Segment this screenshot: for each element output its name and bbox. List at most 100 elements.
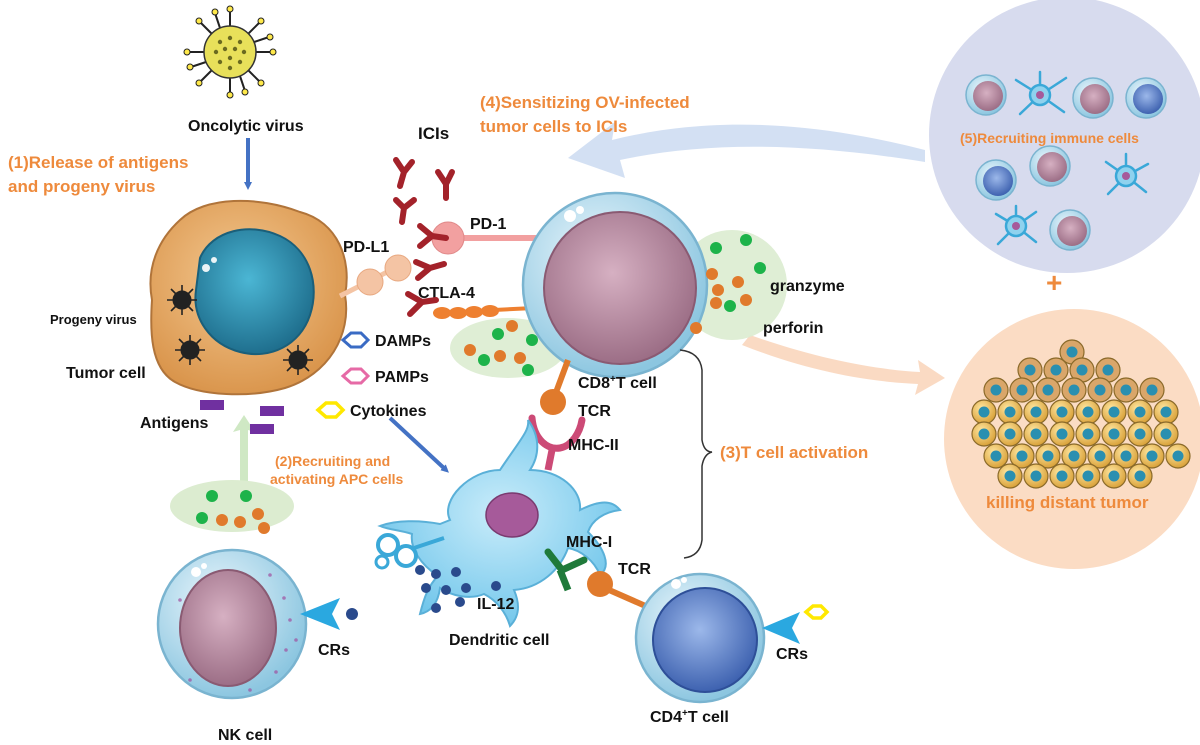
distant-tumor-cell (1095, 357, 1121, 383)
distant-tumor-cell (1069, 357, 1095, 383)
mhc2-icon (528, 414, 586, 452)
distant-tumor-cell (997, 463, 1023, 489)
step2-label-line2: activating APC cells (270, 471, 404, 487)
distant-tumor-cell (997, 421, 1023, 447)
distant-tumor-cell (1049, 463, 1075, 489)
oncolytic-virus-label: Oncolytic virus (188, 118, 304, 135)
tumor-cell-label: Tumor cell (66, 365, 146, 382)
plus-sign: + (1046, 267, 1062, 298)
crs-nk-label: CRs (318, 642, 350, 659)
distant-tumor-mass (971, 339, 1191, 489)
recruited-t-cell (975, 159, 1017, 201)
recruited-dendritic-cell (1014, 70, 1068, 116)
killing-distant-tumor-panel (944, 309, 1200, 569)
granzyme-label: granzyme (770, 278, 845, 295)
pdl1-icon (338, 254, 412, 299)
cd8-prefix: CD8 (578, 375, 610, 392)
distant-tumor-cell (1075, 421, 1101, 447)
nk-granule-arrow (233, 415, 255, 490)
distant-tumor-cell (983, 377, 1009, 403)
damps-icon (340, 331, 371, 349)
step4-label-line2: tumor cells to ICIs (480, 117, 627, 136)
distant-tumor-cell (1139, 443, 1165, 469)
cd8-superscript: + (610, 374, 616, 385)
step4-recruitment-arrow (568, 122, 925, 178)
distant-tumor-cell (1087, 443, 1113, 469)
granzyme-perforin-granules (464, 234, 766, 376)
cd8-t-cell-label: CD8+T cell (578, 374, 657, 392)
pd1-label: PD-1 (470, 216, 507, 233)
distant-tumor-cell (1153, 421, 1179, 447)
antigens-label: Antigens (140, 415, 209, 432)
recruiting-immune-cells-panel (929, 0, 1200, 273)
nk-granules (196, 490, 270, 534)
progeny-virus-icon (167, 285, 313, 375)
distant-tumor-cell (1153, 399, 1179, 425)
distant-tumor-cell (997, 399, 1023, 425)
tcr-top-label: TCR (578, 403, 611, 420)
distant-tumor-cell (1023, 399, 1049, 425)
distant-tumor-cell (1009, 377, 1035, 403)
recruited-t-cell (1049, 209, 1091, 251)
cd4-t-cell (634, 572, 766, 704)
pamps-label: PAMPs (375, 369, 429, 386)
recruited-t-cell (965, 74, 1007, 116)
activation-bracket (679, 349, 713, 559)
icis-label: ICIs (418, 124, 449, 143)
distant-tumor-cell (1139, 377, 1165, 403)
recruited-t-cell (1029, 145, 1071, 187)
cd4-cytokine-receptor-icon (762, 604, 830, 644)
cd4-superscript: + (682, 708, 688, 719)
tcr-cd8-icon (540, 358, 571, 415)
ici-antibody-icon (393, 157, 455, 317)
distant-tumor-cell (1017, 357, 1043, 383)
step4-label-line1: (4)Sensitizing OV-infected (480, 93, 690, 112)
distant-tumor-cell (1101, 421, 1127, 447)
mhc1-stem (556, 568, 572, 592)
distant-tumor-cell (1023, 421, 1049, 447)
distant-tumor-cell (1049, 421, 1075, 447)
mhc2-stem (544, 449, 556, 471)
il12-label: IL-12 (477, 596, 514, 613)
cytokine-icon (315, 401, 346, 419)
cd8-suffix: T cell (616, 375, 657, 392)
cd4-prefix: CD4 (650, 709, 682, 726)
distant-tumor-cell (1061, 377, 1087, 403)
cd8-t-cell (521, 191, 709, 379)
mhc2-label: MHC-II (568, 437, 619, 454)
cd4-suffix: T cell (688, 709, 729, 726)
dendritic-cell-label: Dendritic cell (449, 632, 549, 649)
recruited-dendritic-cell (1104, 152, 1150, 196)
distant-tumor-cell (1127, 463, 1153, 489)
tcr-bottom-label: TCR (618, 561, 651, 578)
distant-tumor-cell (971, 421, 997, 447)
dc-arrow (388, 416, 449, 473)
distant-tumor-cell (1049, 399, 1075, 425)
distant-tumor-cell (1023, 463, 1049, 489)
nk-cytokine-receptor-icon (300, 598, 358, 630)
distant-tumor-cell (1009, 443, 1035, 469)
step2-label-line1: (2)Recruiting and (275, 453, 390, 469)
distant-tumor-cell (1061, 443, 1087, 469)
mhc1-label: MHC-I (566, 534, 612, 551)
pdl1-label: PD-L1 (343, 239, 389, 256)
nk-cell (156, 548, 308, 700)
il12-icon (415, 565, 501, 613)
distant-tumor-cell (1113, 377, 1139, 403)
oncolytic-virus-icon (183, 5, 277, 99)
step1-label-line2: and progeny virus (8, 177, 155, 196)
distant-tumor-cell (1127, 421, 1153, 447)
antigens-icon (200, 400, 284, 434)
distant-tumor-cell (1127, 399, 1153, 425)
distant-tumor-cell (1075, 463, 1101, 489)
distant-tumor-cell (1101, 463, 1127, 489)
dendritic-nucleus (485, 492, 539, 538)
distant-tumor-cell (1165, 443, 1191, 469)
killing-arrow (742, 335, 945, 395)
recruited-t-cell (1125, 77, 1167, 119)
progeny-virus-label: Progeny virus (50, 312, 137, 327)
distant-tumor-cell (1035, 377, 1061, 403)
recruited-dendritic-cell (994, 204, 1038, 246)
